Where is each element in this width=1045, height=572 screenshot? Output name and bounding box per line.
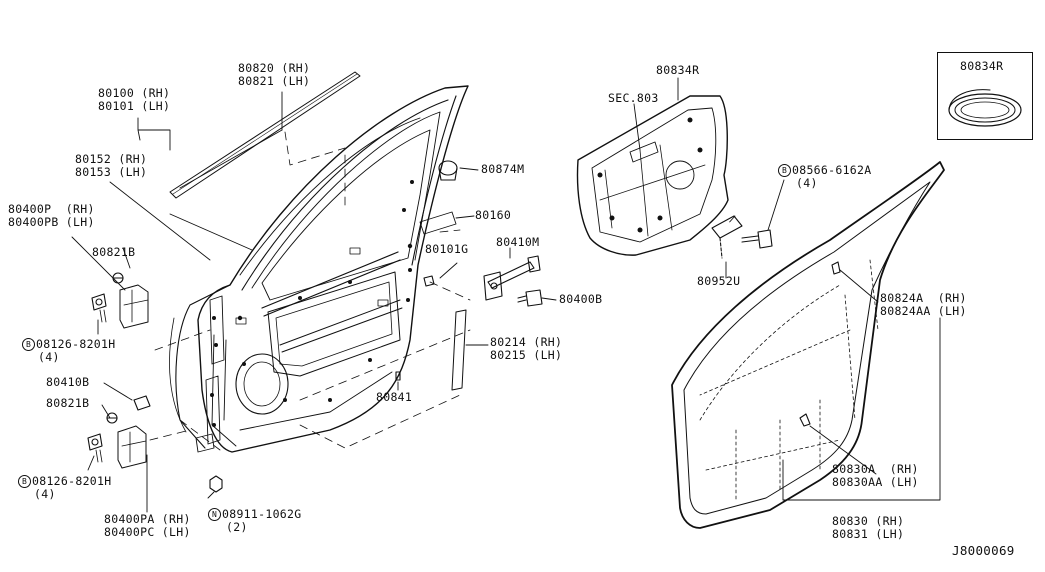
label-08126-bottom-qty: (4) — [34, 487, 56, 501]
label-80874M: 80874M — [481, 162, 525, 176]
bottom-bracket — [195, 433, 215, 453]
bolt-symbol-icon: B — [778, 164, 791, 177]
label-80820-80821: 80820 (RH) 80821 (LH) — [238, 61, 311, 88]
bolt-symbol-icon: B — [18, 475, 31, 488]
screw-shape — [741, 229, 773, 249]
grommet — [438, 160, 458, 181]
label-80400PA-80400PC: 80400PA (RH) 80400PC (LH) — [104, 512, 191, 539]
bolt-symbol-icon: B — [22, 338, 35, 351]
clip — [423, 275, 435, 287]
nut-shape — [209, 475, 223, 493]
label-sec-803: SEC.803 — [608, 91, 659, 105]
hole-cover-clip — [711, 215, 743, 259]
label-80160: 80160 — [475, 208, 512, 222]
label-80821B-top: 80821B — [92, 245, 136, 259]
window-moulding — [169, 71, 361, 199]
label-80821B-bottom: 80821B — [46, 396, 90, 410]
pad — [419, 211, 457, 235]
diagram-id: J8000069 — [952, 543, 1015, 558]
sealing-screen — [576, 95, 729, 256]
label-08911-qty: (2) — [226, 520, 248, 534]
label-80834R-inset: 80834R — [960, 59, 1004, 73]
check-link — [483, 255, 541, 301]
dashed-guides — [149, 131, 736, 451]
label-08126-top-qty: (4) — [38, 350, 60, 364]
label-80830-80831: 80830 (RH) 80831 (LH) — [832, 514, 905, 541]
label-80101G: 80101G — [425, 242, 469, 256]
lower-hinge — [87, 395, 151, 469]
label-80400P-80400PB: 80400P (RH) 80400PB (LH) — [8, 202, 95, 229]
label-80410B: 80410B — [46, 375, 90, 389]
label-80410M: 80410M — [496, 235, 540, 249]
label-80841: 80841 — [376, 390, 413, 404]
leader-lines — [71, 77, 941, 513]
bolt-shape — [517, 289, 543, 307]
label-80834R-main: 80834R — [656, 63, 700, 77]
label-80214-80215: 80214 (RH) 80215 (LH) — [490, 335, 563, 362]
label-80152-80153: 80152 (RH) 80153 (LH) — [75, 152, 148, 179]
upper-hinge — [91, 272, 149, 329]
bumper — [395, 371, 401, 381]
label-80952U: 80952U — [697, 274, 741, 288]
nut-symbol-icon: N — [208, 508, 221, 521]
weatherstrip — [671, 161, 945, 529]
rear-sash — [451, 309, 467, 391]
sash-strip — [239, 117, 421, 276]
sealing-tape-roll — [948, 89, 1022, 127]
door-shell — [169, 85, 469, 453]
inset-box — [937, 52, 1033, 140]
label-80100-80101: 80100 (RH) 80101 (LH) — [98, 86, 171, 113]
label-80400B: 80400B — [559, 292, 603, 306]
label-80830A-80830AA: 80830A (RH) 80830AA (LH) — [832, 462, 919, 489]
label-08566-qty: (4) — [796, 176, 818, 190]
label-80824A-80824AA: 80824A (RH) 80824AA (LH) — [880, 291, 967, 318]
